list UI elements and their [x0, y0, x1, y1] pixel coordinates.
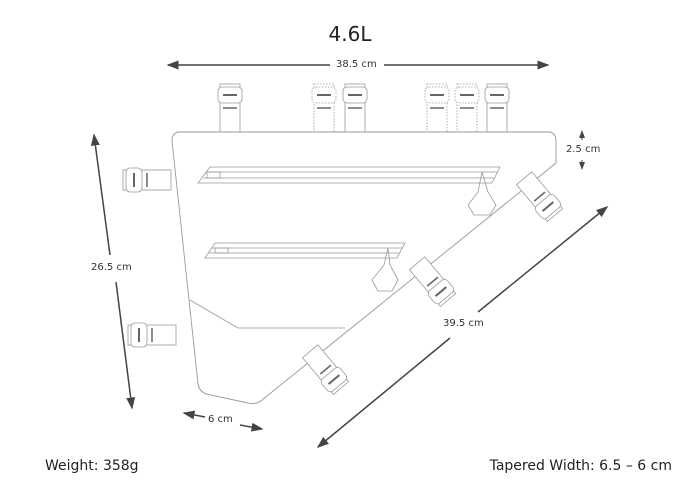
strap-buckle-icon — [301, 344, 350, 395]
dimension-arrows — [90, 60, 609, 448]
weight-label: Weight: 358g — [45, 458, 139, 474]
strap-buckle-icon — [127, 322, 177, 348]
bottom-width-label: 6 cm — [208, 414, 233, 425]
strap-buckle-icon — [408, 256, 457, 307]
zipper-pull-icon — [371, 247, 399, 292]
zipper-pull-icon — [467, 171, 497, 216]
strap-buckle-icon — [311, 83, 337, 133]
width-arrow-left — [182, 410, 206, 420]
strap-buckle-icon — [217, 83, 243, 133]
diagonal-arrow-up — [477, 206, 609, 313]
strap-buckle-icon — [342, 83, 368, 133]
volume-title: 4.6L — [328, 22, 372, 46]
diagonal-label: 39.5 cm — [443, 318, 484, 329]
height-arrow-down — [115, 281, 136, 410]
bag-outline — [171, 131, 557, 405]
height-arrow-up — [90, 133, 111, 256]
strap-buckle-icon — [424, 83, 450, 133]
strap-buckle-icon — [122, 167, 172, 193]
side-straps — [122, 167, 564, 395]
tapered-width-label: Tapered Width: 6.5 – 6 cm — [489, 458, 672, 474]
top-zipper — [197, 166, 501, 216]
height-label: 26.5 cm — [91, 262, 132, 273]
width-arrow-right — [239, 422, 264, 432]
bottom-zipper — [204, 242, 406, 292]
diagonal-arrow-down — [316, 337, 451, 448]
strap-buckle-icon — [484, 83, 510, 133]
taper-label: 2.5 cm — [566, 144, 601, 155]
top-length-label: 38.5 cm — [336, 59, 377, 70]
top-straps — [217, 83, 510, 133]
lower-panel-seam — [189, 299, 345, 329]
strap-buckle-icon — [515, 171, 564, 222]
strap-buckle-icon — [454, 83, 480, 133]
